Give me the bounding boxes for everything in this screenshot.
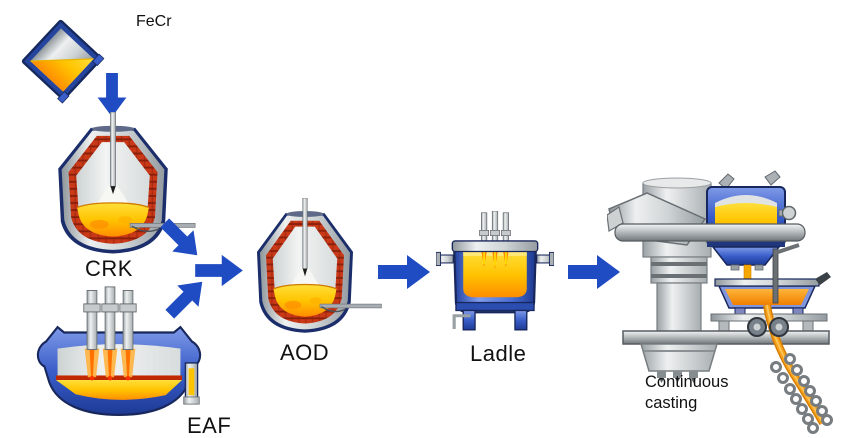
arrow-fecr-to-crk xyxy=(97,73,127,117)
eaf-arcs xyxy=(84,348,136,381)
caster-platform xyxy=(622,330,830,345)
ladle-label: Ladle xyxy=(470,341,527,366)
caster-turret-base xyxy=(639,343,719,383)
eaf-electrodes xyxy=(83,286,137,350)
aod-top-lance xyxy=(302,198,308,270)
eaf-melt xyxy=(55,379,183,400)
ladle-leg xyxy=(462,309,476,331)
crk-label: CRK xyxy=(85,256,133,281)
tundish-stopper-rod xyxy=(772,248,779,304)
fecr-melt xyxy=(30,58,94,92)
aod-converter-icon xyxy=(257,198,382,333)
crk-top-lance xyxy=(110,112,116,187)
ladle-furnace-icon xyxy=(436,211,554,331)
arrow-crk-to-aod xyxy=(160,218,198,256)
eaf-furnace-icon xyxy=(36,286,202,416)
eaf-label: EAF xyxy=(187,413,232,438)
crk-converter-icon xyxy=(58,112,196,254)
fecr-charging-bucket-icon xyxy=(21,19,105,104)
arrow-ladle-to-caster xyxy=(568,255,620,289)
ladle-trunnions xyxy=(436,251,554,267)
strand-guide-rollers xyxy=(770,353,833,434)
arrow-eaf-to-aod xyxy=(165,281,203,319)
ladle-arc-glow xyxy=(481,251,509,270)
ladle-melt xyxy=(463,251,527,298)
ladle-bottom-pipe xyxy=(452,314,471,329)
ladle-leg xyxy=(514,309,528,331)
eaf-slag-line xyxy=(55,375,183,380)
fecr-label: FeCr xyxy=(136,13,172,30)
aod-label: AOD xyxy=(280,340,330,365)
aod-side-tuyere xyxy=(319,303,382,309)
arrow-merge-to-aod xyxy=(195,254,243,287)
ladle-rim xyxy=(451,240,539,253)
withdrawal-rolls xyxy=(747,317,789,337)
ladle-electrodes xyxy=(479,211,511,259)
continuous-casting-label: Continuous casting xyxy=(645,373,729,412)
caster-beam xyxy=(614,223,806,242)
continuous-caster-icon xyxy=(607,170,833,434)
arrow-aod-to-ladle xyxy=(378,255,430,289)
